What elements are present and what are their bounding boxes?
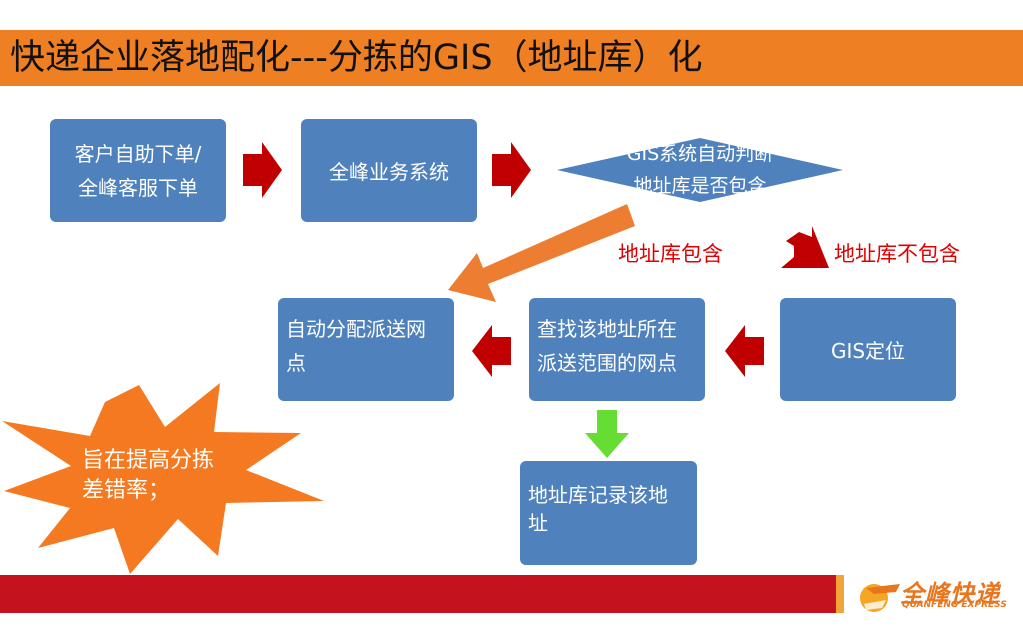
logo-mark-icon <box>860 584 900 612</box>
find-site-box: 查找该地址所在 派送范围的网点 <box>529 298 705 401</box>
arrow-left-2 <box>472 325 511 377</box>
page-title: 快递企业落地配化---分拣的GIS（地址库）化 <box>10 38 703 78</box>
arrow-right-2 <box>492 142 531 198</box>
logo-cn-text: 全峰快递 <box>900 580 1000 608</box>
footer-accent <box>836 575 844 613</box>
arrow-diagonal-not-contains <box>781 226 829 268</box>
callout-text: 旨在提高分拣 差错率； <box>82 448 215 503</box>
callout-starburst <box>2 383 324 574</box>
arrow-left-1 <box>725 325 764 377</box>
label-contains: 地址库包含 <box>618 242 723 266</box>
title-bar: 快递企业落地配化---分拣的GIS（地址库）化 <box>0 30 1023 86</box>
record-box: 地址库记录该地 址 <box>520 461 697 565</box>
gis-judge-text: GIS系统自动判断 地址库是否包含 <box>626 143 774 197</box>
customer-order-box: 客户自助下单/ 全峰客服下单 <box>50 119 226 222</box>
gis-locate-box: GIS定位 <box>780 298 956 401</box>
company-logo: 全峰快递 QUANFENG EXPRESS <box>852 572 1022 618</box>
footer-bar <box>0 575 836 613</box>
label-not-contains: 地址库不包含 <box>834 242 960 266</box>
arrow-right-1 <box>243 142 282 198</box>
gis-judge-diamond <box>557 138 843 202</box>
arrow-diagonal-contains <box>448 204 635 302</box>
logo-en-text: QUANFENG EXPRESS <box>902 600 1007 610</box>
arrow-down-green <box>585 410 629 458</box>
auto-assign-box: 自动分配派送网 点 <box>278 298 454 401</box>
business-system-box: 全峰业务系统 <box>301 119 477 222</box>
